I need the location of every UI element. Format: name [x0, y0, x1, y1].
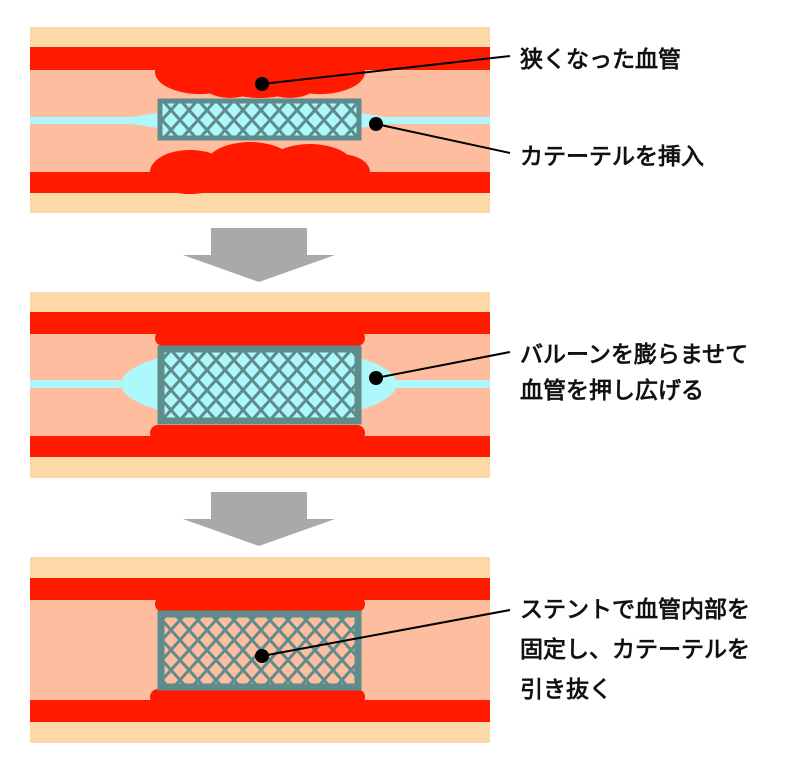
panel-balloon-inflation: [30, 292, 490, 478]
label-narrowed-vessel: 狭くなった血管: [520, 47, 681, 73]
label-stent-line3: 引き抜く: [520, 677, 612, 703]
arrow-down-icon: [183, 228, 335, 282]
plaque-top: [155, 50, 365, 98]
label-stent-line1: ステントで血管内部を: [520, 597, 750, 623]
leader-dots: [255, 77, 383, 663]
label-stent-line2: 固定し、カテーテルを: [520, 637, 750, 663]
stent-expanded: [157, 345, 362, 425]
panel-narrowed-vessel: [30, 27, 490, 213]
label-insert-catheter: カテーテルを挿入: [520, 144, 704, 170]
stent-compressed: [157, 98, 362, 141]
label-balloon-line2: 血管を押し広げる: [520, 378, 704, 404]
label-balloon-line1: バルーンを膨らませて: [520, 342, 749, 368]
leader-lines: [261, 55, 511, 657]
arrow-down-icon: [183, 492, 335, 546]
plaque-bottom: [150, 142, 370, 194]
